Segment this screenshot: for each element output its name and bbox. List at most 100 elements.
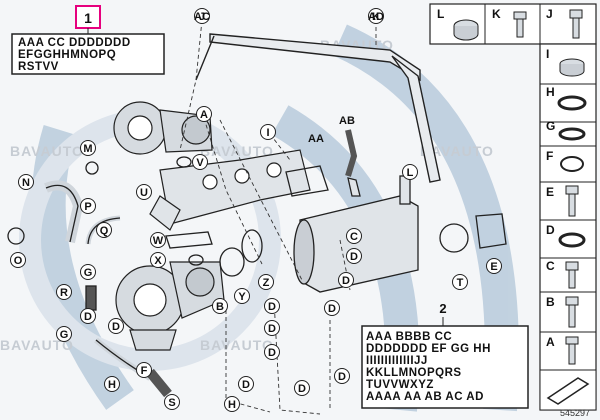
- svg-text:R: R: [60, 287, 68, 299]
- svg-text:C: C: [546, 259, 555, 273]
- bolt-head-A: [565, 336, 579, 345]
- box1-frame: [11, 33, 165, 75]
- svg-text:G: G: [546, 119, 555, 133]
- svg-text:F: F: [546, 149, 553, 163]
- svg-text:D: D: [298, 383, 306, 395]
- callout-g: G: [80, 264, 96, 280]
- panel-letters: L K J I H G F E D C B A: [437, 7, 555, 349]
- svg-text:P: P: [84, 201, 91, 213]
- gaskets: [7, 156, 507, 277]
- callout-j: J: [194, 8, 210, 24]
- arrow-icon: [546, 377, 590, 405]
- callout-d: D: [264, 344, 280, 360]
- gasket-AA: [285, 165, 329, 197]
- svg-text:A: A: [546, 335, 555, 349]
- svg-text:I: I: [266, 127, 269, 139]
- svg-text:B: B: [546, 295, 555, 309]
- callout-l: L: [402, 164, 418, 180]
- callout-d: D: [264, 320, 280, 336]
- svg-text:T: T: [457, 277, 464, 289]
- svg-text:I: I: [546, 47, 549, 61]
- document-number: 545297: [560, 408, 590, 418]
- svg-text:A: A: [200, 109, 208, 121]
- svg-text:AA: AA: [308, 133, 324, 145]
- svg-text:D: D: [242, 379, 250, 391]
- svg-text:B: B: [216, 301, 224, 313]
- svg-text:D: D: [268, 347, 276, 359]
- svg-text:N: N: [22, 177, 30, 189]
- svg-text:E: E: [546, 185, 554, 199]
- callout-w: W: [150, 232, 166, 248]
- svg-text:H: H: [546, 85, 555, 99]
- callout-c: C: [346, 228, 362, 244]
- svg-text:G: G: [60, 329, 69, 341]
- box1-line-2: EFGGHHMNOPQ: [18, 49, 116, 61]
- callout-d: D: [334, 368, 350, 384]
- callout-f: F: [136, 362, 152, 378]
- callout-v: V: [192, 154, 208, 170]
- svg-text:D: D: [546, 223, 555, 237]
- callout-d: D: [346, 248, 362, 264]
- box1-number: 1: [84, 10, 92, 26]
- gasket-AD: [475, 213, 507, 249]
- callout-n: N: [18, 174, 34, 190]
- svg-text:L: L: [437, 7, 444, 21]
- o-ring-icon-F: [560, 156, 584, 172]
- callout-d: D: [294, 380, 310, 396]
- svg-text:J: J: [546, 7, 553, 21]
- svg-text:F: F: [141, 365, 148, 377]
- box2-line-6: AAAA AA AB AC AD: [366, 391, 484, 403]
- callout-d: D: [264, 298, 280, 314]
- svg-text:Q: Q: [100, 225, 109, 237]
- bolt-head-B: [565, 296, 579, 306]
- svg-text:AC: AC: [194, 11, 210, 23]
- svg-text:U: U: [140, 187, 148, 199]
- callout-u: U: [136, 184, 152, 200]
- svg-text:L: L: [407, 167, 414, 179]
- svg-text:AB: AB: [339, 115, 355, 127]
- box1-line-1: AAA CC DDDDDDD: [18, 37, 131, 49]
- kit-box-1: 1 AAA CC DDDDDDD EFGGHHMNOPQ RSTVV: [11, 5, 165, 75]
- svg-text:O: O: [14, 255, 23, 267]
- bolt-shank-A: [568, 343, 576, 365]
- svg-text:BAVAUTO: BAVAUTO: [200, 143, 274, 159]
- box2-frame: [361, 325, 529, 409]
- o-ring-X: [188, 254, 204, 266]
- box2-line-1: AAA BBBB CC: [366, 331, 452, 343]
- svg-text:M: M: [83, 143, 92, 155]
- watermark-layer: BAVAUTO BAVAUTO BAVAUTO BAVAUTO BAVAUTO …: [0, 37, 494, 353]
- gasket-Z: [241, 229, 263, 263]
- bolt-shank-B: [568, 304, 576, 328]
- callout-h: H: [224, 396, 240, 412]
- svg-text:D: D: [268, 301, 276, 313]
- svg-text:BAVAUTO: BAVAUTO: [420, 143, 494, 159]
- stud-head-J: [569, 9, 583, 19]
- o-ring-M: [85, 161, 99, 175]
- gasket-AC: [439, 223, 469, 253]
- callout-a: A: [196, 106, 212, 122]
- callout-x: X: [150, 252, 166, 268]
- callout-ab: AB: [339, 115, 355, 127]
- pipes: [44, 129, 358, 398]
- exhaust-manifold: [149, 149, 311, 231]
- callout-d: D: [108, 318, 124, 334]
- callout-d: D: [338, 272, 354, 288]
- box2-line-2: DDDDDDD EF GG HH: [366, 343, 491, 355]
- svg-text:D: D: [350, 251, 358, 263]
- hose-clamp-icon-G: [558, 127, 586, 141]
- callout-k: K: [368, 8, 384, 24]
- lower-turbocharger: [115, 261, 225, 351]
- callout-o: O: [10, 252, 26, 268]
- panel-side-column: [539, 43, 597, 411]
- hose-sleeve-R: [85, 285, 97, 311]
- svg-text:X: X: [154, 255, 162, 267]
- svg-text:C: C: [350, 231, 358, 243]
- svg-text:S: S: [168, 397, 175, 409]
- callout-s: S: [164, 394, 180, 410]
- svg-text:D: D: [268, 323, 276, 335]
- svg-text:D: D: [328, 303, 336, 315]
- banjo-bolt-head-C: [565, 261, 579, 271]
